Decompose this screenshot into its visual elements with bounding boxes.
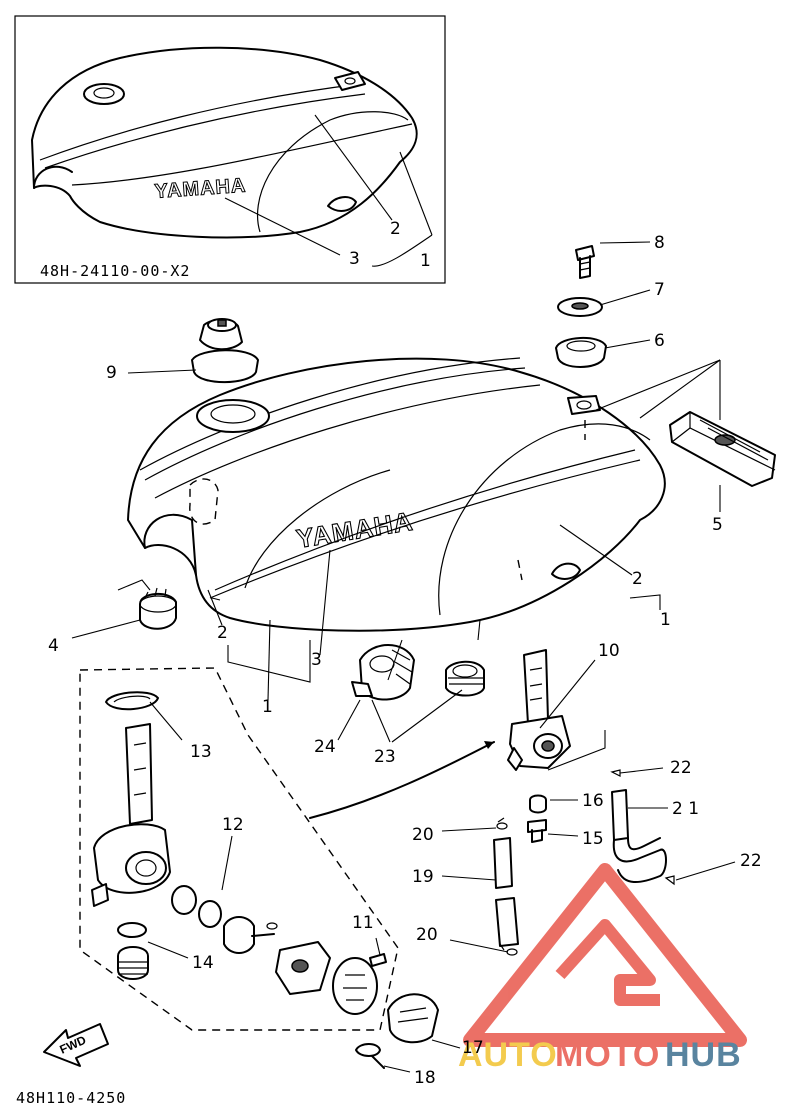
fuel-tank: YAMAHA: [127, 357, 666, 632]
fuel-cock-exploded-group: [79, 667, 399, 1031]
callout-19: 19: [412, 867, 434, 887]
callout-4: 4: [48, 636, 59, 656]
callout-7: 7: [654, 280, 665, 300]
mount-bolt-stack: [555, 245, 607, 368]
callout-16: 16: [582, 791, 604, 811]
callout-9: 9: [106, 363, 117, 383]
watermark-logo: AUTO MOTO HUB: [458, 863, 747, 1074]
callout-6: 6: [654, 331, 665, 351]
fuel-cock-main: [507, 649, 571, 771]
callout-12: 12: [222, 815, 244, 835]
fwd-direction-arrow: FWD: [43, 1023, 109, 1067]
callout-22-top: 22: [670, 758, 692, 778]
figure-code: 48H110-4250: [16, 1089, 126, 1107]
leader-lines: [71, 241, 736, 1073]
watermark-text-hub: HUB: [665, 1036, 742, 1074]
callout-1-front: 1: [262, 697, 273, 717]
callout-20-bottom: 20: [416, 925, 438, 945]
callout-18: 18: [414, 1068, 436, 1088]
rubber-mount-pad: [669, 411, 776, 487]
callout-1-rear: 1: [660, 610, 671, 630]
callout-20-top: 20: [412, 825, 434, 845]
callout-2-front: 2: [217, 623, 228, 643]
inset-callout-3: 3: [349, 249, 360, 269]
fuel-cap: [191, 318, 259, 384]
callout-15: 15: [582, 829, 604, 849]
callout-3: 3: [311, 650, 322, 670]
inset-brand-text: YAMAHA: [154, 175, 247, 203]
callout-22-bottom: 22: [740, 851, 762, 871]
callout-14: 14: [192, 953, 214, 973]
fuel-hose-19: [493, 817, 519, 956]
callout-23: 23: [374, 747, 396, 767]
callout-13: 13: [190, 742, 212, 762]
callout-2-rear: 2: [632, 569, 643, 589]
fuel-line-arrow: [309, 741, 495, 819]
front-grommet: [139, 587, 177, 630]
inset-callout-1: 1: [420, 251, 431, 271]
callout-17: 17: [462, 1038, 484, 1058]
callout-10: 10: [598, 641, 620, 661]
callout-11: 11: [352, 913, 374, 933]
fuel-hoses-and-clips: [527, 769, 675, 886]
lever-knob-and-screw: [355, 993, 439, 1069]
inset-callout-2: 2: [390, 219, 401, 239]
watermark-text-auto: AUTO: [458, 1036, 558, 1074]
inset-part-code: 48H-24110-00-X2: [40, 262, 190, 280]
inset-alt-tank-view: YAMAHA 3 2 1 48H-24110-00-X2: [14, 15, 446, 284]
fuel-line-arrowhead: [484, 741, 494, 749]
watermark-text-moto: MOTO: [555, 1036, 660, 1074]
callout-24: 24: [314, 737, 336, 757]
callout-numbers: 8 7 6 9 5 4 2 2 3 1 1 10 24 23 13 12 11 …: [48, 233, 762, 1088]
tank-brand-text: YAMAHA: [294, 506, 415, 554]
callout-21: 2 1: [672, 799, 699, 819]
callout-5: 5: [712, 515, 723, 535]
inset-frame: [14, 15, 446, 284]
tank-grommets: [351, 644, 485, 701]
callout-8: 8: [654, 233, 665, 253]
